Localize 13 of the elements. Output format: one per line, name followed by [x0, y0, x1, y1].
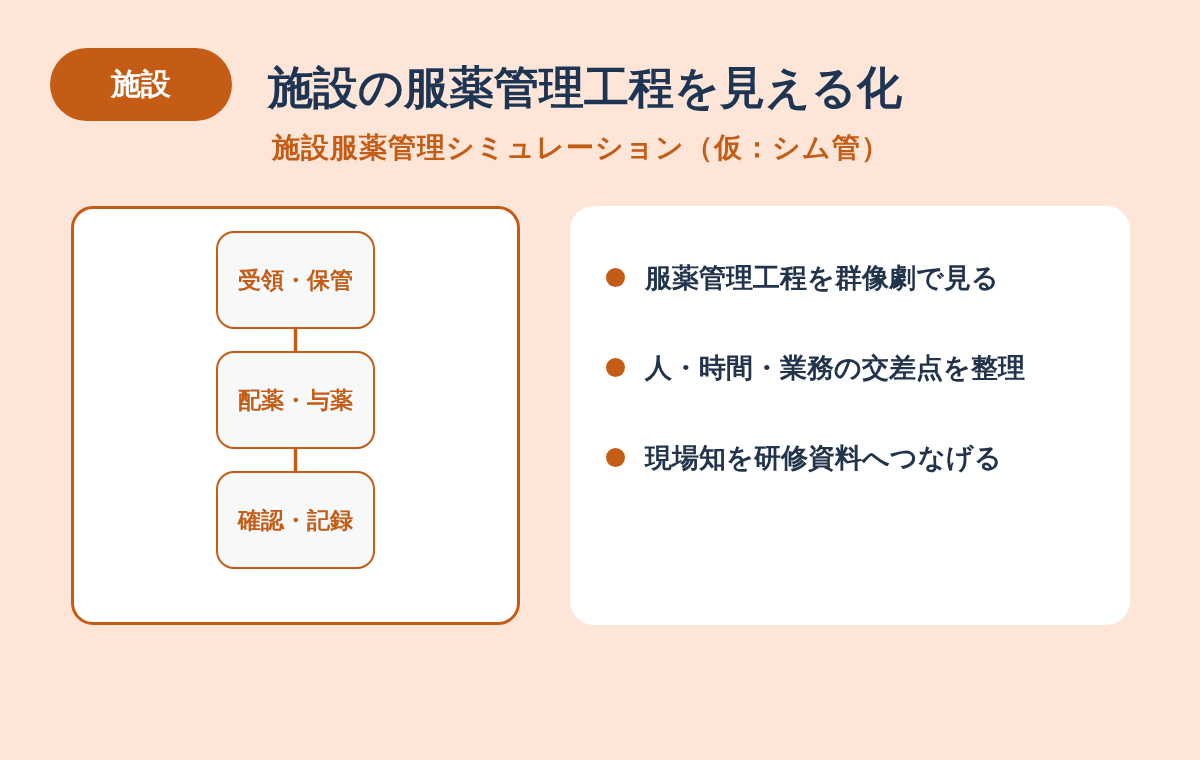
category-badge: 施設 [50, 48, 232, 121]
process-box: 確認・記録 [216, 471, 375, 569]
process-box: 配薬・与薬 [216, 351, 375, 449]
bullet-text: 現場知を研修資料へつなげる [645, 441, 1002, 475]
bullet-text: 服薬管理工程を群像劇で見る [645, 261, 999, 295]
flow-panel [71, 206, 520, 625]
title: 施設の服薬管理工程を見える化 [268, 60, 902, 116]
process-box: 受領・保管 [216, 231, 375, 329]
connector-line [293, 449, 298, 471]
subtitle: 施設服薬管理シミュレーション（仮：シム管） [272, 130, 890, 166]
point-card [570, 206, 1130, 625]
bullet-text: 人・時間・業務の交差点を整理 [645, 351, 1025, 385]
connector-line [293, 329, 298, 351]
